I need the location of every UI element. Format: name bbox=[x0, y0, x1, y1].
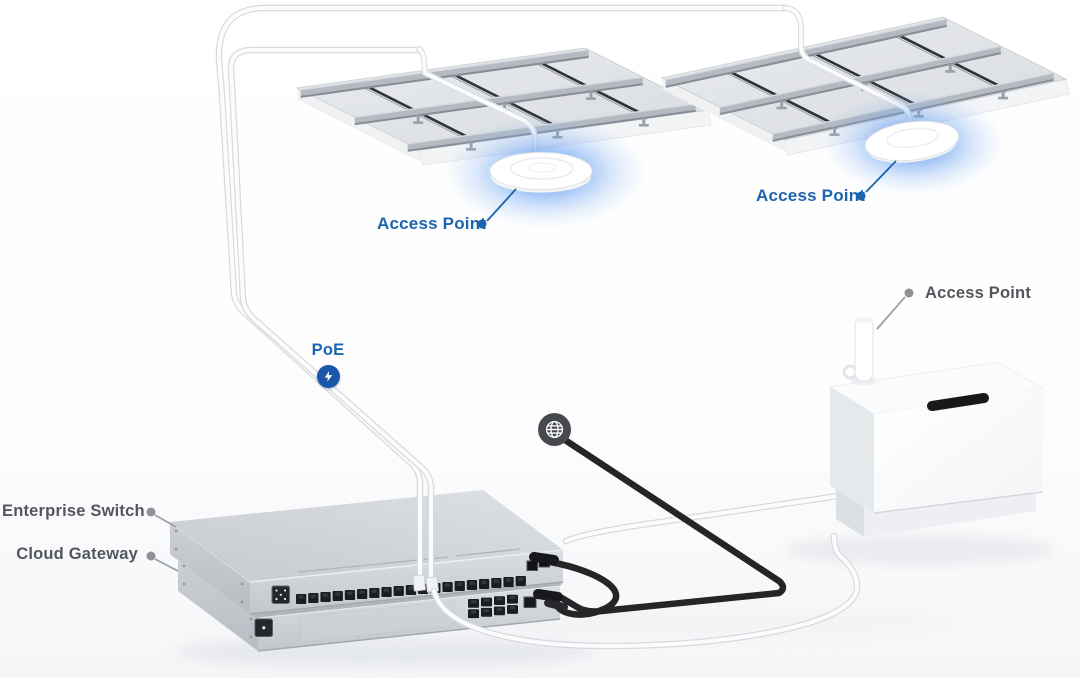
gateway-gap-front bbox=[250, 582, 563, 618]
cabinet-handle bbox=[927, 393, 989, 411]
cable-switch-to-box bbox=[430, 532, 861, 650]
poe-label: PoE bbox=[311, 341, 345, 359]
internet-badge bbox=[538, 413, 571, 446]
poe-cables bbox=[215, 4, 790, 593]
access-point-disc-1 bbox=[489, 152, 593, 193]
cloud-gateway-label: Cloud Gateway bbox=[16, 545, 138, 563]
antenna-body bbox=[854, 317, 874, 382]
internet-cables bbox=[529, 436, 787, 618]
ap3-leader-dot bbox=[904, 288, 914, 298]
gateway-leader-dot bbox=[146, 551, 156, 561]
label-leaders bbox=[146, 160, 914, 572]
black-plug-gateway-1 bbox=[533, 589, 563, 602]
switch-top-face bbox=[170, 490, 563, 582]
switch-stack bbox=[169, 490, 564, 652]
gateway-vent-panel bbox=[299, 600, 456, 643]
access-point-label-2: Access Point bbox=[756, 186, 866, 205]
switch-leader-dot bbox=[146, 507, 156, 517]
gateway-wan-port bbox=[523, 596, 537, 608]
ap2-leader-dot bbox=[856, 191, 866, 201]
gateway-lan-ports bbox=[468, 594, 518, 619]
antenna-cable-loop bbox=[842, 364, 858, 380]
internet-cable bbox=[558, 436, 787, 615]
lightning-bolt-icon bbox=[324, 371, 333, 382]
ap1-leader-dot bbox=[477, 219, 487, 229]
cable-box-to-switch bbox=[562, 492, 842, 545]
ceiling-access-points bbox=[443, 91, 1005, 228]
enterprise-switch-label: Enterprise Switch bbox=[2, 502, 145, 520]
desktop-access-point-cabinet bbox=[828, 317, 1045, 537]
globe-icon bbox=[545, 420, 564, 439]
white-plug-1 bbox=[412, 574, 426, 592]
poe-badge bbox=[317, 365, 340, 388]
switch-display bbox=[271, 585, 290, 604]
access-point-label-3: Access Point bbox=[925, 284, 1032, 302]
cabinet-left-face bbox=[830, 387, 874, 513]
gateway-endcap bbox=[178, 558, 258, 651]
gateway-display bbox=[254, 618, 273, 637]
black-plug-switch bbox=[529, 552, 559, 565]
black-plug-gateway-2 bbox=[544, 599, 568, 611]
switch-endcap bbox=[170, 522, 250, 614]
access-point-label-1: Access Point bbox=[377, 214, 487, 233]
switch-uplink-port-1 bbox=[526, 560, 538, 571]
access-point-disc-2 bbox=[864, 120, 960, 163]
cabinet-front-face bbox=[874, 389, 1043, 513]
